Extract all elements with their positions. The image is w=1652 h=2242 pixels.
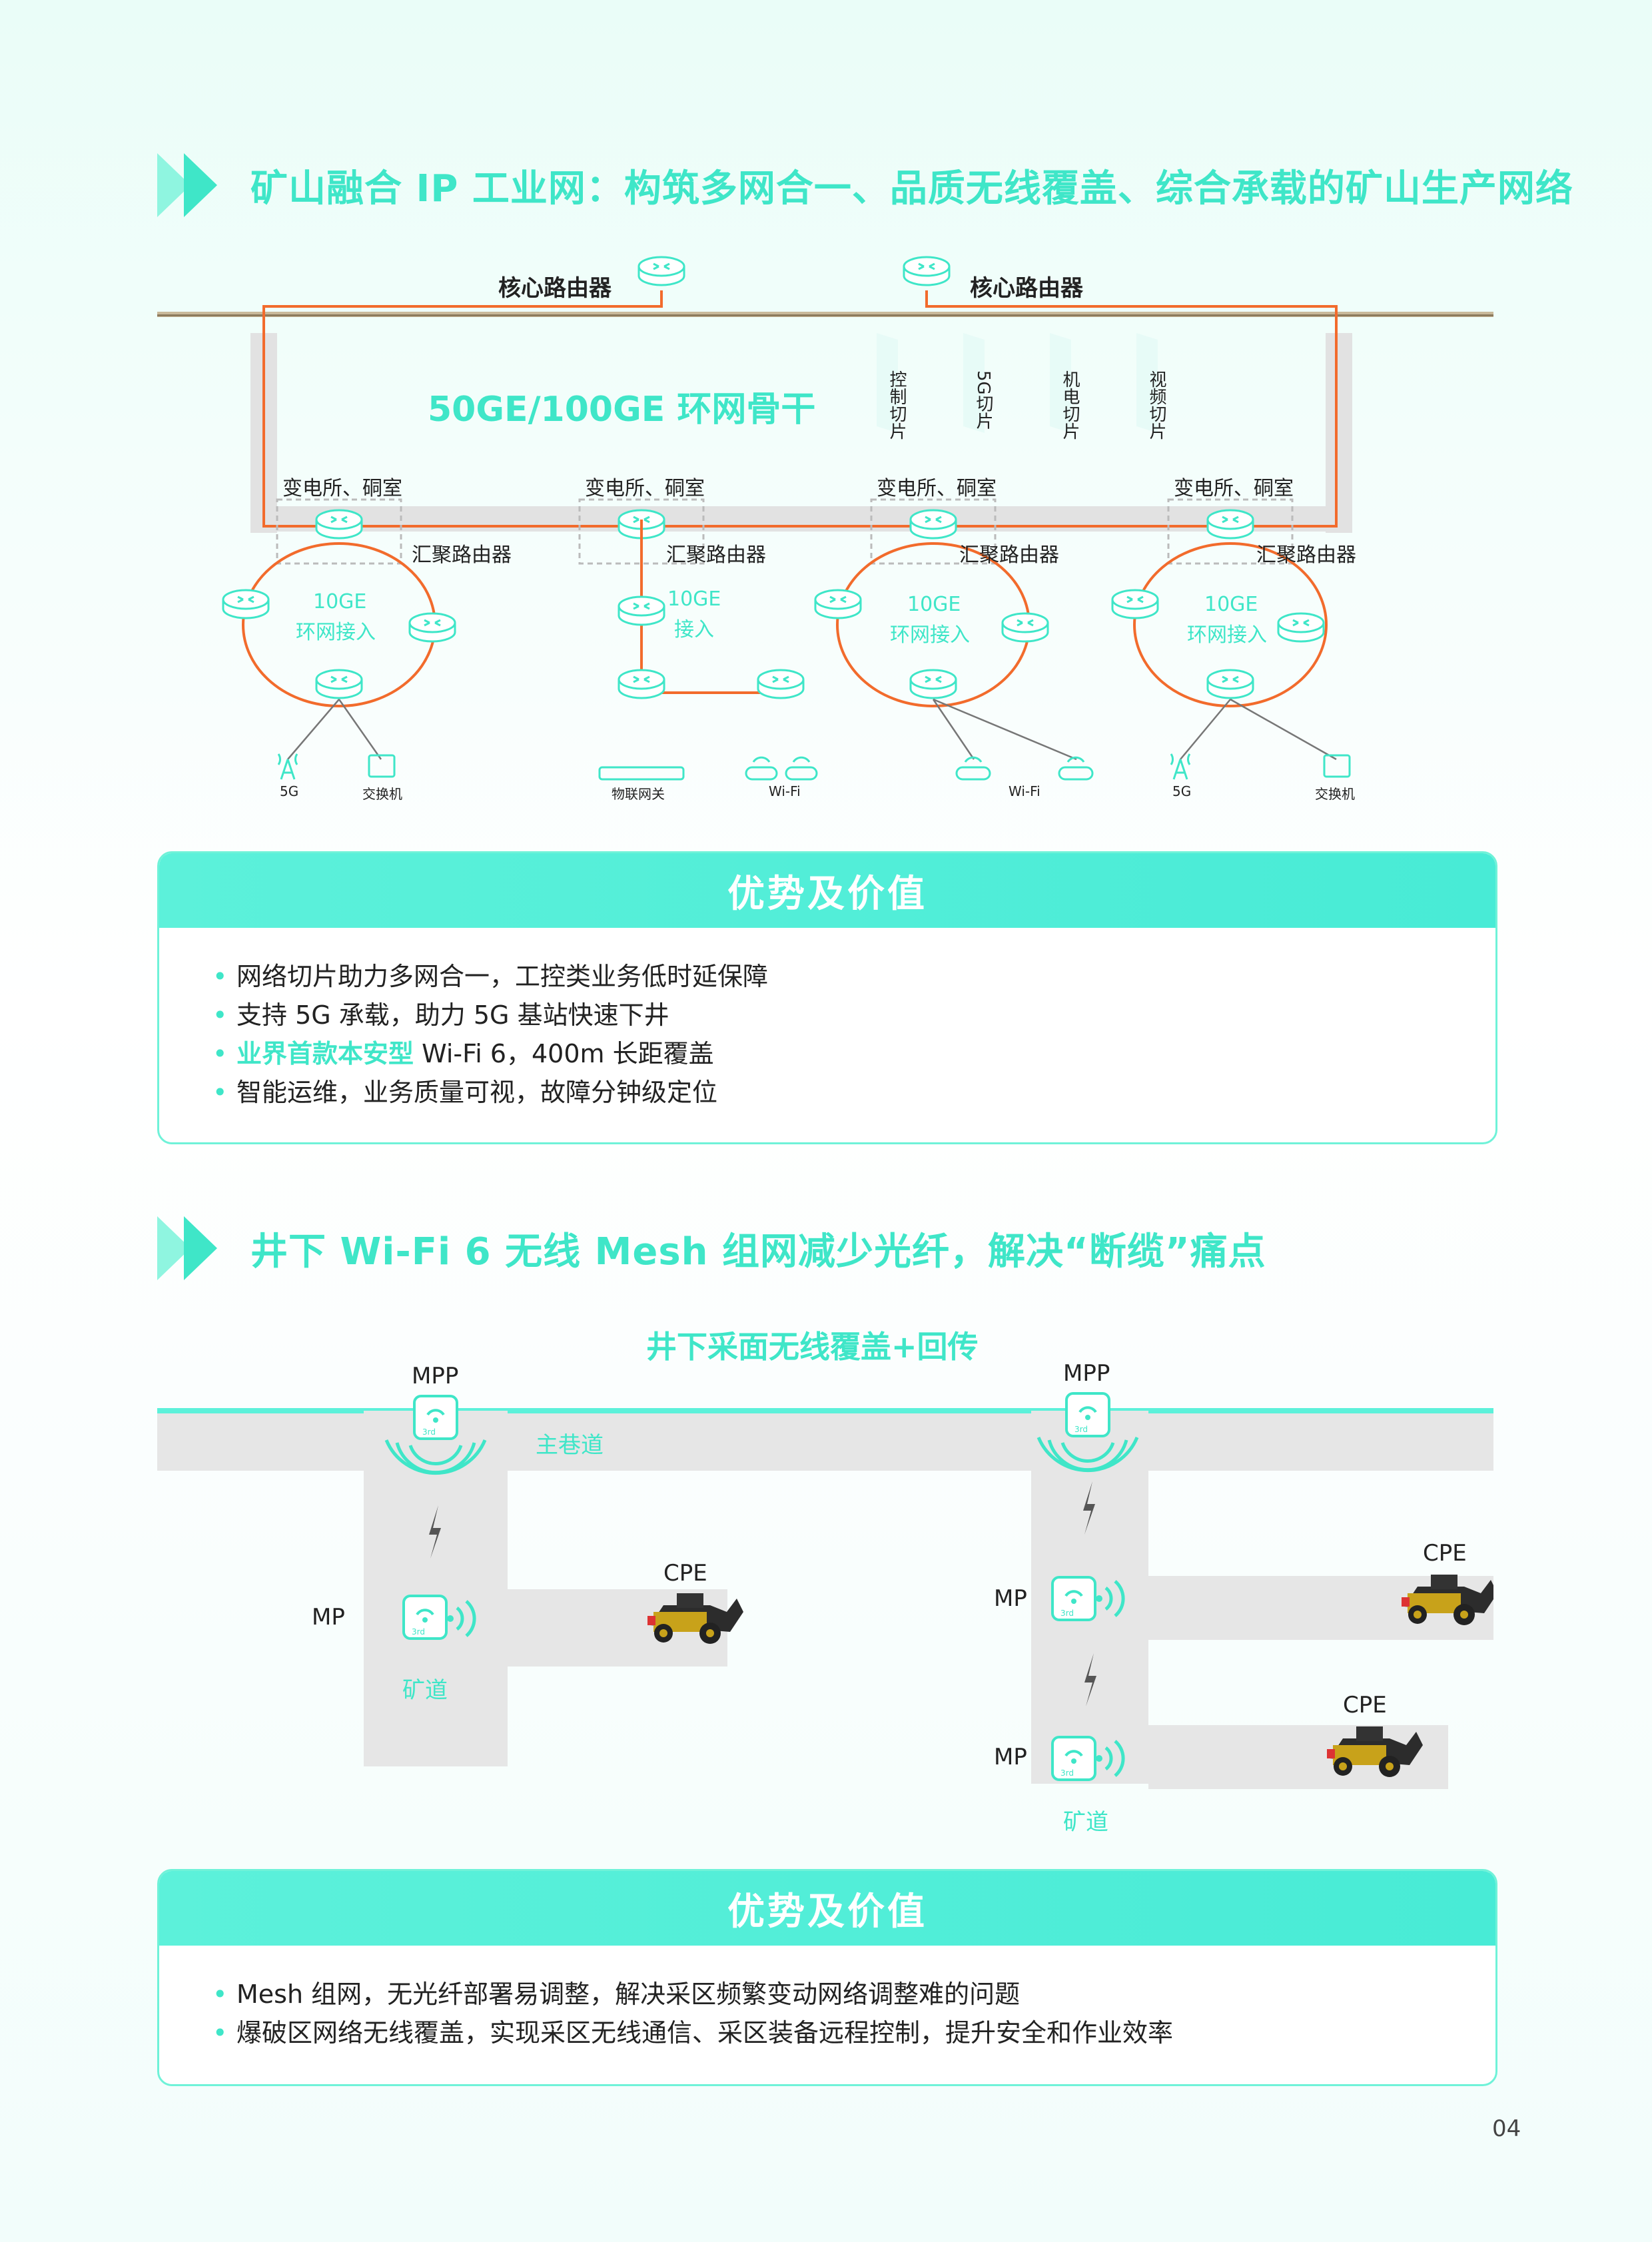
advantages-list: Mesh 组网，无光纤部署易调整，解决采区频繁变动网络调整难的问题 爆破区网络无…	[159, 1946, 1495, 2052]
aggregation-router-label: 汇聚路由器	[1256, 544, 1356, 567]
panel-header: 优势及价值	[159, 853, 1495, 928]
list-item: 业界首款本安型 Wi-Fi 6，400m 长距覆盖	[212, 1034, 1495, 1073]
item-text: 智能运维，业务质量可视，故障分钟级定位	[236, 1078, 718, 1107]
ring-access-label: 环网接入	[1187, 623, 1267, 647]
tunnel-label: 矿道	[1063, 1809, 1108, 1836]
ring-access-label: 环网接入	[890, 623, 970, 647]
list-item: 爆破区网络无线覆盖，实现采区无线通信、采区装备远程控制，提升安全和作业效率	[212, 2014, 1495, 2052]
mp-label: MP	[994, 1585, 1027, 1612]
cpe-label: CPE	[663, 1560, 707, 1587]
substation-label: 变电所、硐室	[1174, 477, 1294, 500]
core-router-icon	[903, 246, 951, 286]
item-text: 网络切片助力多网合一，工控类业务低时延保障	[236, 962, 769, 991]
switch-label: 交换机	[1315, 786, 1355, 802]
panel-header-text: 优势及价值	[727, 1890, 927, 1934]
switch-label: 交换机	[362, 786, 402, 802]
slice-label: 5G切片	[973, 370, 993, 430]
substation-label: 变电所、硐室	[282, 477, 402, 500]
list-item: 支持 5G 承载，助力 5G 基站快速下井	[212, 996, 1495, 1034]
advantages-panel-2: 优势及价值 Mesh 组网，无光纤部署易调整，解决采区频繁变动网络调整难的问题 …	[157, 1869, 1497, 2086]
aggregation-router-label: 汇聚路由器	[959, 544, 1059, 567]
section1-title: 矿山融合 IP 工业网：构筑多网合一、品质无线覆盖、综合承载的矿山生产网络	[250, 167, 1573, 210]
wifi-label: Wi-Fi	[769, 783, 801, 799]
mpp-label: MPP	[1063, 1360, 1110, 1387]
backbone-label: 50GE/100GE 环网骨干	[428, 390, 816, 430]
section2-title: 井下 Wi-Fi 6 无线 Mesh 组网减少光纤，解决“断缆”痛点	[250, 1230, 1266, 1274]
mesh-subtitle: 井下采面无线覆盖+回传	[646, 1329, 979, 1365]
aggregation-router-label: 汇聚路由器	[412, 544, 512, 567]
slice-label: 视频切片	[1146, 370, 1166, 440]
ring-access-speed: 10GE	[313, 590, 367, 613]
core-router-icon	[637, 246, 685, 286]
fiveg-label: 5G	[280, 783, 299, 799]
iot-gateway-label: 物联网关	[612, 786, 665, 802]
advantages-panel-1: 优势及价值 网络切片助力多网合一，工控类业务低时延保障 支持 5G 承载，助力 …	[157, 851, 1497, 1144]
core-router-label: 核心路由器	[970, 275, 1083, 302]
advantages-list: 网络切片助力多网合一，工控类业务低时延保障 支持 5G 承载，助力 5G 基站快…	[159, 928, 1495, 1112]
mesh-svg	[157, 1392, 1497, 1789]
mp-label: MP	[312, 1604, 345, 1631]
mesh-diagram: 井下采面无线覆盖+回传 MPP MPP 主巷道 MP MP MP CPE CPE…	[157, 1312, 1497, 1845]
list-item: 网络切片助力多网合一，工控类业务低时延保障	[212, 957, 1495, 996]
mpp-label: MPP	[412, 1363, 459, 1389]
access-speed: 10GE	[667, 587, 721, 611]
item-text: 爆破区网络无线覆盖，实现采区无线通信、采区装备远程控制，提升安全和作业效率	[236, 2018, 1174, 2048]
access-label: 接入	[674, 618, 714, 641]
double-arrow-icon	[157, 1216, 217, 1280]
section2-title-row: 井下 Wi-Fi 6 无线 Mesh 组网减少光纤，解决“断缆”痛点	[157, 1216, 1266, 1280]
network-topology-diagram: 核心路由器 核心路由器 50GE/100GE 环网骨干 控制切片 5G切片 机电…	[157, 240, 1493, 806]
tunnel-label: 矿道	[402, 1677, 448, 1704]
double-arrow-icon	[157, 153, 217, 217]
ring-access-speed: 10GE	[1204, 593, 1258, 616]
fiveg-label: 5G	[1172, 783, 1192, 799]
section1-title-row: 矿山融合 IP 工业网：构筑多网合一、品质无线覆盖、综合承载的矿山生产网络	[157, 153, 1573, 217]
panel-header: 优势及价值	[159, 1871, 1495, 1946]
ring-access-speed: 10GE	[907, 593, 961, 616]
ring-access-label: 环网接入	[296, 621, 376, 644]
main-tunnel-label: 主巷道	[536, 1432, 604, 1459]
list-item: Mesh 组网，无光纤部署易调整，解决采区频繁变动网络调整难的问题	[212, 1975, 1495, 2014]
cpe-label: CPE	[1423, 1540, 1467, 1567]
substation-label: 变电所、硐室	[877, 477, 997, 500]
item-text: 支持 5G 承载，助力 5G 基站快速下井	[236, 1000, 669, 1030]
aggregation-router-label: 汇聚路由器	[666, 544, 766, 567]
page-number: 04	[1492, 2115, 1521, 2142]
wifi-label: Wi-Fi	[1009, 783, 1040, 799]
substation-label: 变电所、硐室	[585, 477, 705, 500]
panel-header-text: 优势及价值	[727, 872, 927, 916]
cpe-label: CPE	[1343, 1692, 1387, 1718]
slice-label: 机电切片	[1060, 370, 1080, 440]
item-text: Wi-Fi 6，400m 长距覆盖	[414, 1039, 714, 1068]
topology-svg	[157, 246, 1493, 781]
core-router-label: 核心路由器	[498, 275, 612, 302]
mp-label: MP	[994, 1744, 1027, 1770]
highlight-text: 业界首款本安型	[236, 1039, 414, 1068]
slice-label: 控制切片	[887, 370, 907, 440]
item-text: Mesh 组网，无光纤部署易调整，解决采区频繁变动网络调整难的问题	[236, 1980, 1021, 2009]
list-item: 智能运维，业务质量可视，故障分钟级定位	[212, 1073, 1495, 1112]
